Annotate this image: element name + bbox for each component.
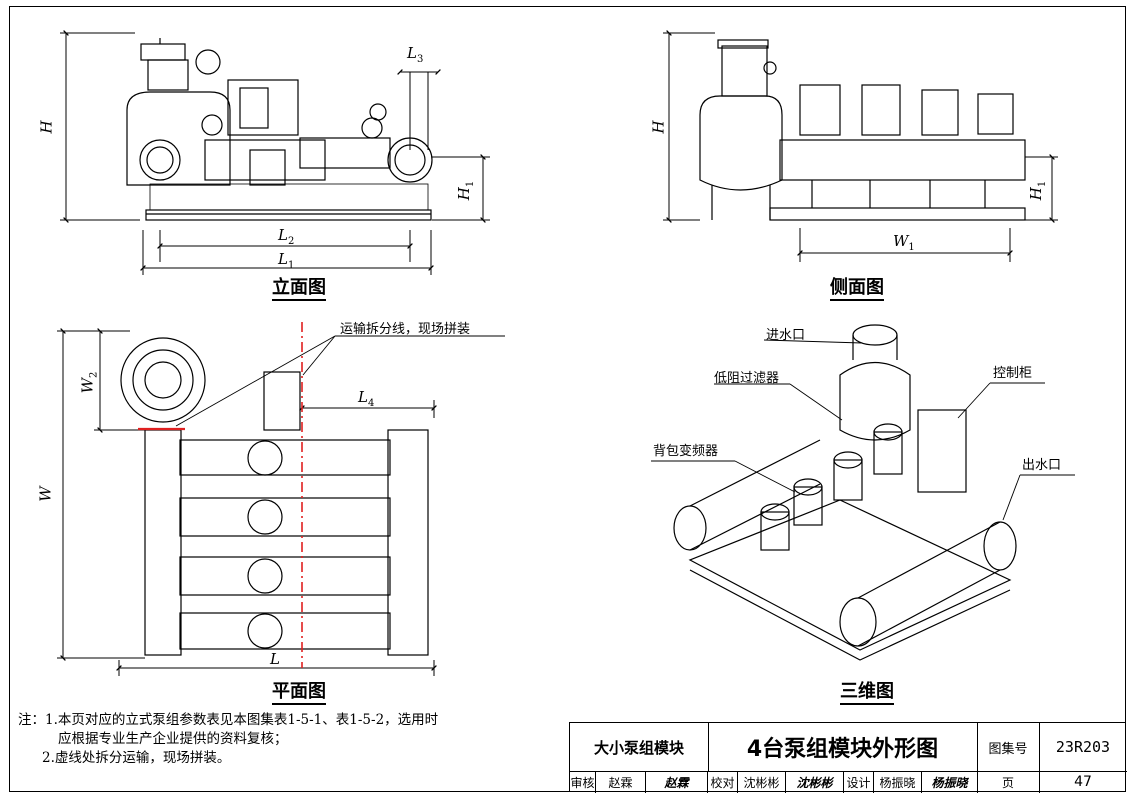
callout-water-inlet: 进水口: [766, 328, 806, 343]
callout-transport-split: 运输拆分线，现场拼装: [340, 322, 471, 337]
three-d-view: [673, 324, 1017, 661]
review-label: 审核: [570, 771, 596, 793]
dim-h-elevation: H: [37, 120, 56, 134]
callout-backpack-vfd: 背包变频器: [653, 444, 719, 459]
notes: 注：1.本页对应的立式泵组参数表见本图集表1-5-1、表1-5-2，选用时 应根…: [18, 711, 438, 768]
dim-w2: W2: [78, 371, 100, 394]
callout-low-resistance-filter: 低阻过滤器: [714, 371, 780, 386]
dim-w1: W1: [893, 232, 915, 253]
dim-l: L: [270, 650, 280, 668]
note-line-1: 注：1.本页对应的立式泵组参数表见本图集表1-5-1、表1-5-2，选用时: [18, 712, 439, 728]
elevation-dimensions: [60, 30, 490, 275]
check-signature: 沈彬彬: [786, 771, 844, 793]
elevation-view: [126, 38, 433, 221]
design-label: 设计: [844, 771, 874, 793]
review-name: 赵霖: [596, 771, 646, 793]
side-view: [699, 39, 1026, 221]
dim-h1-side: H1: [1027, 180, 1049, 201]
dim-l4: L4: [358, 388, 375, 409]
dim-w: W: [36, 486, 55, 502]
dim-l1: L1: [278, 250, 295, 271]
three-d-leaders: [651, 339, 1075, 521]
page-label: 页: [1001, 775, 1014, 790]
module-name: 大小泵组模块: [593, 738, 684, 757]
callout-water-outlet: 出水口: [1022, 458, 1062, 473]
drawing-title: 4台泵组模块外形图: [746, 737, 939, 762]
atlas-label: 图集号: [988, 741, 1028, 757]
elevation-view-title: 立面图: [272, 278, 326, 301]
three-d-view-title: 三维图: [840, 682, 894, 705]
plan-dimensions: [57, 328, 505, 676]
note-line-2: 应根据专业生产企业提供的资料复核；: [58, 731, 288, 747]
design-name: 杨振晓: [874, 771, 922, 793]
design-signature: 杨振晓: [931, 775, 968, 790]
dim-l3: L3: [407, 44, 424, 65]
note-line-3: 2.虚线处拆分运输，现场拼装。: [42, 750, 231, 766]
atlas-number: 23R203: [1055, 738, 1111, 756]
drawing-frame: [9, 6, 1126, 792]
dim-l2: L2: [278, 226, 295, 247]
plan-view: [120, 337, 429, 656]
plan-view-title: 平面图: [272, 682, 326, 705]
page-number: 47: [1074, 774, 1092, 790]
side-view-title: 侧面图: [830, 278, 884, 301]
check-label: 校对: [708, 771, 738, 793]
dim-h1-elevation: H1: [455, 180, 477, 201]
callout-control-cabinet: 控制柜: [993, 366, 1033, 381]
title-block: 大小泵组模块 4台泵组模块外形图 图集号 23R203 审核 赵霖 赵霖 校对 …: [569, 722, 1127, 793]
dim-h-side: H: [649, 120, 668, 134]
review-signature: 赵霖: [646, 771, 708, 793]
check-name: 沈彬彬: [738, 771, 786, 793]
side-dimensions: [663, 30, 1058, 262]
split-line: [138, 322, 303, 668]
